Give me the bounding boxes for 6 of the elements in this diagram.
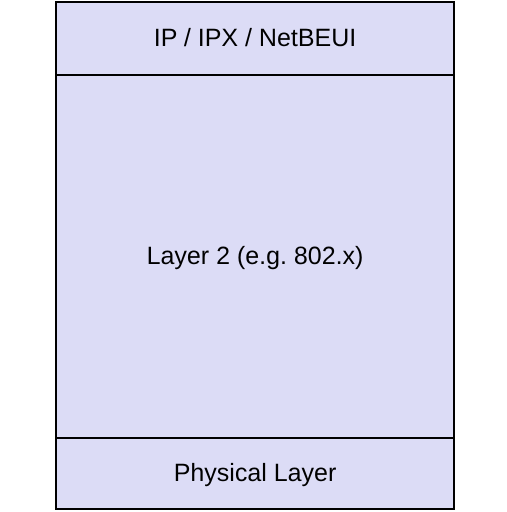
layer-box [55, 74, 455, 439]
layer-label: Layer 2 (e.g. 802.x) [146, 242, 364, 271]
layer-label: Physical Layer [174, 459, 336, 488]
layer-label: IP / IPX / NetBEUI [154, 24, 356, 53]
layer-box [55, 437, 455, 510]
layer-box [55, 1, 455, 76]
